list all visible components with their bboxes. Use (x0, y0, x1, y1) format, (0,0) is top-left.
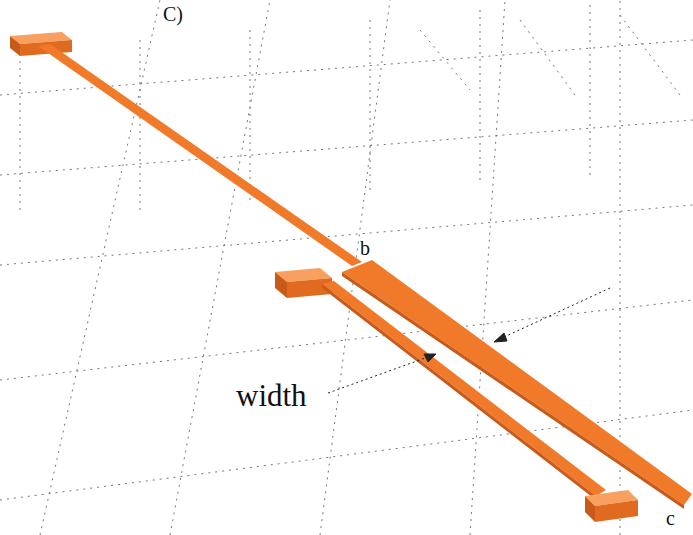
dimension-label: width (236, 380, 307, 411)
wide-plate (342, 260, 692, 505)
point-label: c (666, 508, 675, 528)
long-beam (38, 44, 362, 266)
narrow-beam (322, 281, 606, 496)
narrow-beam-side (322, 284, 596, 500)
anchor-top-left (10, 32, 72, 56)
point-label: b (360, 238, 370, 258)
width-dimension (328, 288, 610, 393)
figure-label: C) (163, 4, 183, 24)
anchor-middle (275, 268, 332, 298)
anchor-bottom (585, 490, 638, 522)
wide-plate-side (342, 272, 684, 509)
